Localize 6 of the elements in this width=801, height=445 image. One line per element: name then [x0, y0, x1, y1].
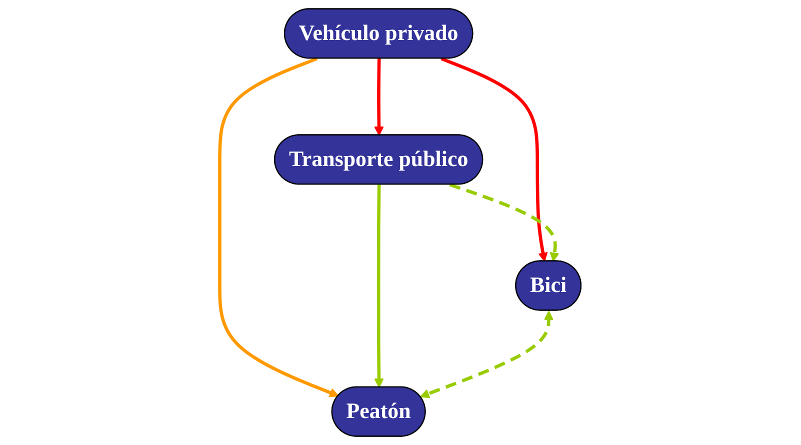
arrow [449, 183, 560, 262]
arrow [374, 58, 384, 136]
arrow [218, 57, 340, 398]
arrow [440, 57, 548, 262]
arrow [374, 184, 384, 388]
arrow [420, 310, 554, 398]
